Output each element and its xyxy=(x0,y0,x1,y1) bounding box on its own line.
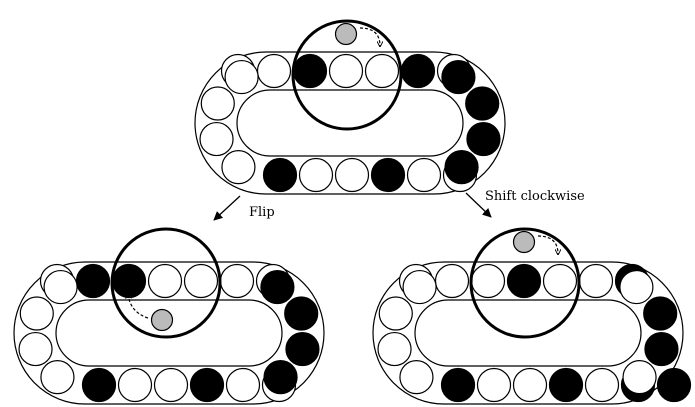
window-circle xyxy=(469,227,581,339)
ball xyxy=(400,53,436,89)
ball xyxy=(578,263,614,299)
inner-track xyxy=(236,89,464,157)
ball xyxy=(644,331,679,367)
ball xyxy=(622,359,657,395)
puzzle-after-shift-clockwise xyxy=(372,227,692,405)
ball xyxy=(334,157,370,193)
ball xyxy=(111,263,147,299)
rotation-arrow xyxy=(359,27,380,46)
puzzle-after-flip xyxy=(13,227,325,405)
ball xyxy=(298,157,334,193)
ball xyxy=(440,367,476,403)
ball xyxy=(199,121,234,157)
ball xyxy=(75,263,111,299)
ball xyxy=(219,263,255,299)
ball xyxy=(370,157,406,193)
window-circle xyxy=(291,19,403,131)
ball xyxy=(364,53,400,89)
inner-track xyxy=(414,299,642,367)
rotation-arrow xyxy=(537,235,558,254)
ball xyxy=(18,331,53,367)
gray-ball xyxy=(334,22,358,46)
gray-ball xyxy=(512,230,536,254)
rotation-arrow xyxy=(128,294,149,319)
ball xyxy=(378,296,413,331)
ball xyxy=(189,367,225,403)
ball xyxy=(548,367,584,403)
ball xyxy=(256,53,292,89)
ball xyxy=(619,269,654,305)
shift-clockwise-label: Shift clockwise xyxy=(485,189,585,204)
ball xyxy=(263,359,298,395)
ball xyxy=(284,296,319,331)
ball xyxy=(225,367,261,403)
ball xyxy=(584,367,620,403)
ball xyxy=(434,263,470,299)
ball xyxy=(260,269,295,305)
flip-arrow xyxy=(213,195,241,221)
ball xyxy=(200,86,235,121)
window-circle xyxy=(110,227,222,339)
ball xyxy=(399,359,434,395)
ball xyxy=(292,53,328,89)
ball xyxy=(444,149,479,185)
ball xyxy=(183,263,219,299)
ball xyxy=(402,269,437,305)
ball xyxy=(441,59,476,95)
flip-label: Flip xyxy=(249,205,275,220)
ball xyxy=(542,263,578,299)
ball xyxy=(81,367,117,403)
ball xyxy=(40,359,75,395)
ball xyxy=(262,157,298,193)
ball xyxy=(476,367,512,403)
ball xyxy=(643,296,678,331)
ball xyxy=(224,59,259,95)
ball xyxy=(221,149,256,185)
ball xyxy=(117,367,153,403)
ball xyxy=(656,367,692,403)
ball xyxy=(19,296,54,331)
ball xyxy=(328,53,364,89)
ball xyxy=(406,157,442,193)
ball xyxy=(285,331,320,367)
shift-arrow xyxy=(465,192,492,218)
ball xyxy=(377,331,412,367)
gray-ball xyxy=(150,308,174,332)
ball xyxy=(506,263,542,299)
ball xyxy=(153,367,189,403)
puzzle-initial-state xyxy=(194,19,506,195)
ball xyxy=(512,367,548,403)
inner-track xyxy=(55,299,283,367)
ball xyxy=(470,263,506,299)
ball xyxy=(147,263,183,299)
ball xyxy=(465,86,500,121)
ball xyxy=(43,269,78,305)
ball xyxy=(466,121,501,157)
